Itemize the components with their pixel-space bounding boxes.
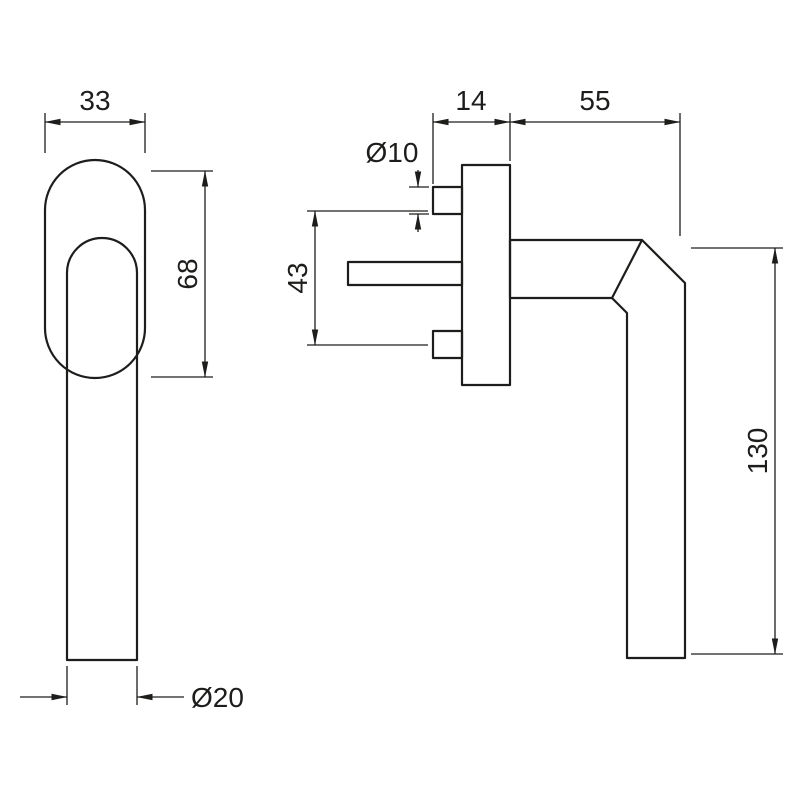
front-view: 33 68 Ø20 — [20, 85, 244, 713]
rosette-outline — [43, 158, 147, 380]
dimension-width: 33 — [44, 85, 146, 153]
dim-label-hole-spacing: 43 — [282, 262, 313, 293]
fixing-pin-top — [431, 185, 464, 216]
dim-label-grip-length: 130 — [742, 428, 773, 475]
rosette-plate — [460, 163, 512, 387]
dimension-plate-depth: 14 — [432, 85, 511, 184]
dim-label-neck-length: 55 — [579, 85, 610, 116]
grip-outline — [65, 236, 139, 662]
spindle-bar — [346, 260, 464, 287]
handle-profile — [508, 238, 687, 660]
fixing-pin-bottom — [431, 329, 464, 360]
dim-label-height: 68 — [172, 258, 203, 289]
dimension-height: 68 — [151, 170, 213, 378]
dimension-spindle-diameter: Ø10 — [366, 137, 429, 232]
dimension-grip-length: 130 — [691, 247, 783, 655]
dim-label-grip-diameter: Ø20 — [191, 682, 244, 713]
dim-label-plate-depth: 14 — [455, 85, 486, 116]
dim-label-spindle-diameter: Ø10 — [366, 137, 419, 168]
dimension-grip-diameter: Ø20 — [20, 666, 244, 713]
side-view: 14 55 Ø10 43 — [282, 85, 783, 660]
dimension-neck-length: 55 — [509, 85, 681, 236]
dimension-hole-spacing: 43 — [282, 210, 428, 346]
handle-miter-line — [611, 239, 643, 299]
dim-label-width: 33 — [79, 85, 110, 116]
